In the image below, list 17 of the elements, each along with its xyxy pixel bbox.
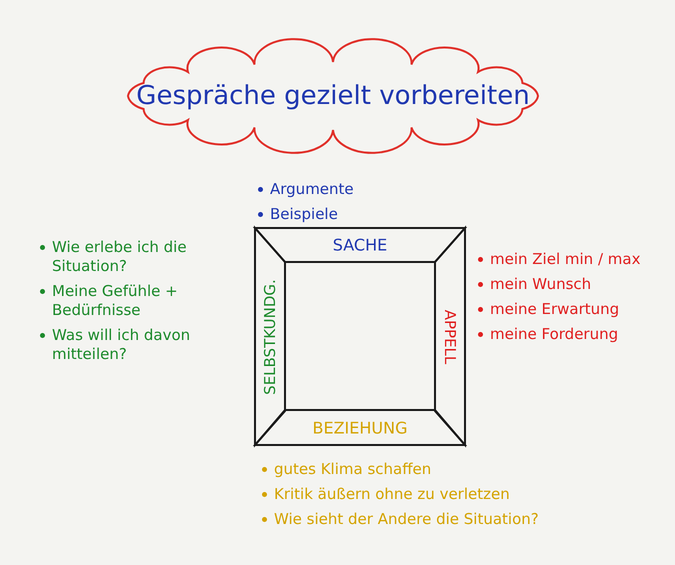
bullet-text: meine Erwartung — [490, 300, 620, 319]
bullet-text: gutes Klima schaffen — [274, 460, 432, 479]
side-label: APPELL — [441, 309, 459, 364]
bullet-text: Wie sieht der Andere die Situation? — [274, 510, 539, 529]
bullet-text: Was will ich davon mitteilen? — [52, 326, 192, 364]
bullet-text: Kritik äußern ohne zu verletzen — [274, 485, 510, 504]
bullet-text: Argumente — [270, 180, 354, 199]
bullet-text: mein Wunsch — [490, 275, 592, 294]
bullet-text: mein Ziel min / max — [490, 250, 640, 269]
title-text: Gespräche gezielt vorbereiten — [136, 81, 530, 111]
bullet-text: Wie erlebe ich die Situation? — [52, 238, 188, 276]
side-label: BEZIEHUNG — [312, 418, 408, 437]
bullet-text: Meine Gefühle + Bedürfnisse — [52, 282, 179, 320]
bullet-text: meine Forderung — [490, 325, 618, 344]
side-label: SACHE — [332, 236, 388, 254]
side-label: SELBSTKUNDG. — [261, 278, 279, 394]
bullet-text: Beispiele — [270, 205, 338, 224]
